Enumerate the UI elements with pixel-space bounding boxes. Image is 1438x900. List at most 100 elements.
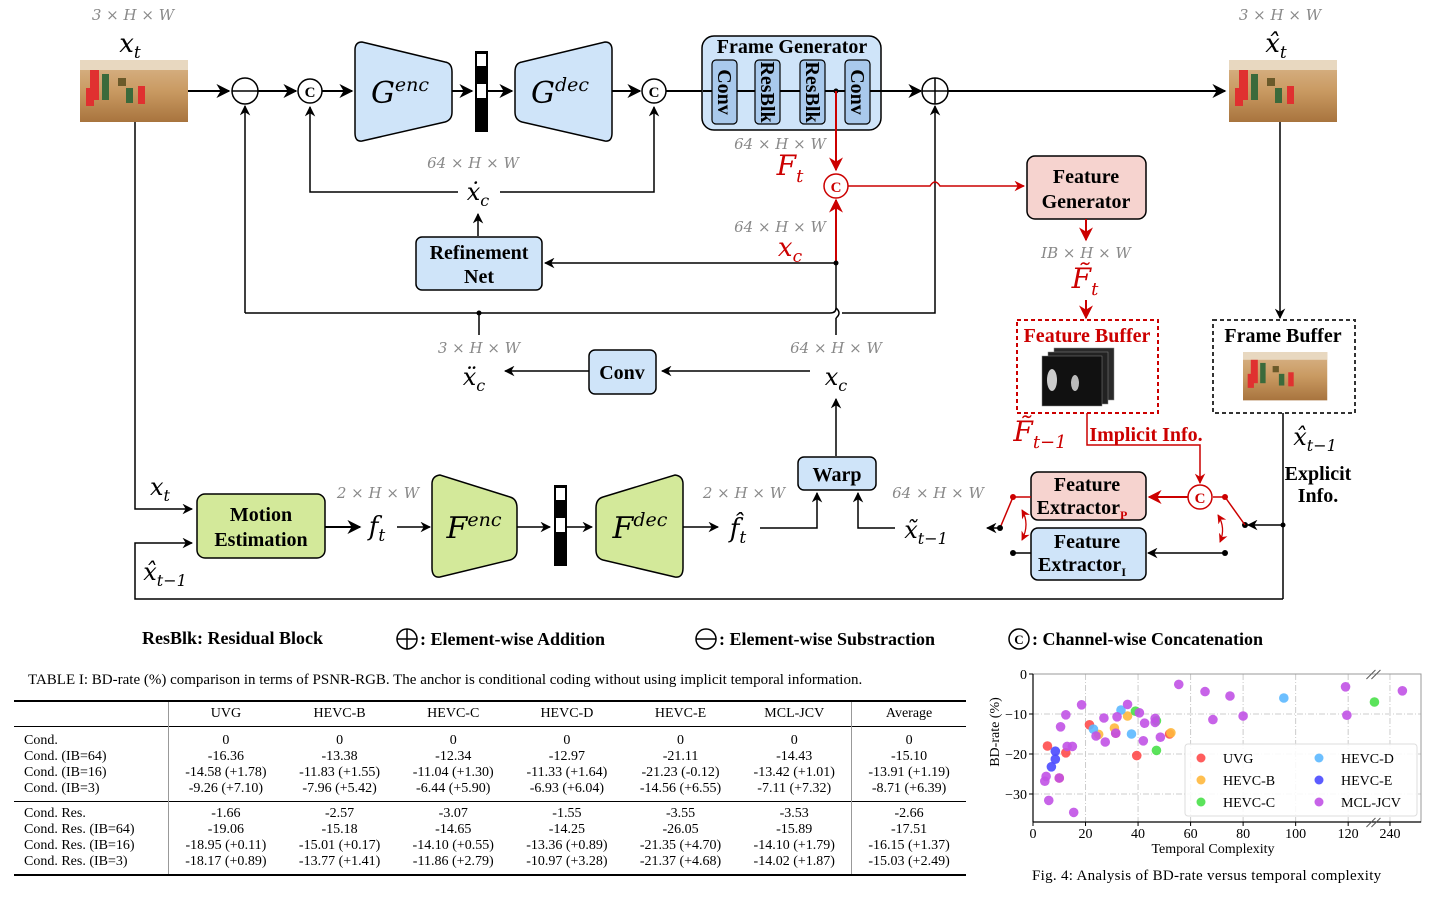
implicit-info-label: Implicit Info. <box>1089 424 1202 446</box>
data-point-mcl-jcv <box>1138 736 1149 746</box>
table-caption: TABLE I: BD-rate (%) comparison in terms… <box>28 672 863 688</box>
concat-icon: C <box>1008 628 1030 650</box>
svg-text:ExtractorI: ExtractorI <box>1038 554 1126 579</box>
data-point-mcl-jcv <box>1068 807 1079 818</box>
row-label: Cond. <box>24 733 58 748</box>
svg-text:Feature: Feature <box>1054 531 1120 553</box>
legend-label: HEVC-C <box>1223 796 1275 811</box>
table-cell: -21.23 (-0.12) <box>641 765 720 780</box>
svg-text:Conv: Conv <box>599 362 645 384</box>
data-point-mcl-jcv <box>1112 712 1122 722</box>
data-point-mcl-jcv <box>1043 795 1054 806</box>
data-point-mcl-jcv <box>1076 700 1087 710</box>
data-point-hevc-e <box>1050 754 1061 764</box>
data-point-hevc-c <box>1369 697 1380 707</box>
dim-Ft: 64 × H × W <box>734 135 827 153</box>
y-tick-label: 0 <box>1020 668 1027 683</box>
symbol-xtilde-tm1: x̃t−1 <box>904 516 948 548</box>
table-cell: -13.38 <box>321 749 358 764</box>
table-cell: -16.15 (+1.37) <box>851 838 966 854</box>
svg-text:ResBlk: ResBlk <box>756 61 778 123</box>
table-cell: -21.37 (+4.68) <box>639 854 722 869</box>
legend-label: MCL-JCV <box>1341 796 1401 811</box>
table-cell: -13.36 (+0.89) <box>526 838 608 853</box>
data-point-mcl-jcv <box>1150 717 1160 728</box>
table-cell: -12.97 <box>548 749 585 764</box>
x-tick-label: 80 <box>1236 827 1250 842</box>
svg-text:Feature Buffer: Feature Buffer <box>1024 325 1151 347</box>
switch-toggle-left[interactable] <box>1021 509 1031 541</box>
legend-marker <box>1196 775 1206 785</box>
svg-text:ResBlk: ResBlk <box>801 61 823 123</box>
f-enc-label: Fenc <box>446 509 502 546</box>
switch-toggle-right[interactable] <box>1217 514 1228 543</box>
data-point-mcl-jcv <box>1067 741 1078 752</box>
feature-maps-image <box>1041 347 1115 407</box>
table-cell: -14.65 <box>435 822 472 837</box>
legend-marker <box>1314 775 1324 785</box>
table-cell: 0 <box>167 726 283 749</box>
x-tick-label: 60 <box>1184 827 1198 842</box>
svg-text:C: C <box>1014 632 1023 647</box>
legend-marker <box>1314 797 1324 807</box>
legend-subtraction: : Element-wise Substraction <box>695 628 935 650</box>
table-cell: -21.11 <box>662 749 699 764</box>
svg-text:Estimation: Estimation <box>214 529 307 551</box>
dim-xc: 64 × H × W <box>734 218 827 236</box>
data-point-mcl-jcv <box>1134 708 1145 718</box>
svg-text:Feature: Feature <box>1054 474 1120 496</box>
input-frame-image <box>80 60 188 122</box>
legend-label: UVG <box>1223 752 1253 767</box>
table-cell: -18.95 (+0.11) <box>167 838 283 854</box>
addition-icon <box>396 628 418 650</box>
data-point-mcl-jcv <box>1225 691 1235 701</box>
dim-Ftilde: IB × H × W <box>1040 244 1132 262</box>
legend-label: HEVC-D <box>1341 752 1394 767</box>
row-label: Cond. (IB=16) <box>24 765 107 780</box>
table-header-hevc-e: HEVC-E <box>654 706 707 721</box>
table-cell: -1.55 <box>552 806 582 821</box>
warp-block <box>797 456 877 491</box>
table-row: Cond. Res. (IB=16)-18.95 (+0.11)-15.01 (… <box>14 838 966 854</box>
table-cell: -14.56 (+6.55) <box>639 781 722 796</box>
data-point-uvg <box>1131 750 1142 761</box>
figure-caption: Fig. 4: Analysis of BD-rate versus tempo… <box>1032 868 1382 884</box>
g-dec-block <box>514 41 613 142</box>
table-cell: -16.36 <box>167 749 283 765</box>
data-point-mcl-jcv <box>1061 710 1071 720</box>
axis-break-mark <box>1371 669 1381 680</box>
legend-marker <box>1196 797 1206 807</box>
symbol-xhat-tm1-right: x̂t−1 <box>1293 423 1337 455</box>
table-row: Cond. (IB=64)-16.36-13.38-12.34-12.97-21… <box>14 749 966 765</box>
svg-text:Conv: Conv <box>846 69 868 115</box>
f-enc-block <box>431 474 518 578</box>
table-header-mcl-jcv: MCL-JCV <box>764 706 825 721</box>
legend-box <box>1184 743 1418 817</box>
y-tick-label: −30 <box>1005 788 1027 803</box>
refinement-net-block <box>415 236 543 291</box>
table-row: Cond. Res. (IB=64)-19.06-15.18-14.65-14.… <box>14 822 966 838</box>
table-cell: -14.43 <box>776 749 813 764</box>
data-point-hevc-d <box>1279 693 1289 703</box>
diagram-legend: ResBlk: Residual Block : Element-wise Ad… <box>0 620 1438 660</box>
dim-xhat: 3 × H × W <box>1239 6 1323 24</box>
table-row: Cond. (IB=3)-9.26 (+7.10)-7.96 (+5.42)-6… <box>14 781 966 802</box>
symbol-Ftilde-tm1: F̃t−1 <box>1012 415 1066 453</box>
data-point-mcl-jcv <box>1122 699 1133 710</box>
svg-text:Warp: Warp <box>813 464 862 486</box>
data-point-mcl-jcv <box>1340 682 1351 692</box>
dim-xddot: 3 × H × W <box>438 339 522 357</box>
data-point-hevc-e <box>1046 762 1057 772</box>
svg-text:Feature: Feature <box>1053 166 1119 188</box>
table-cell: -13.91 (+1.19) <box>851 765 966 781</box>
row-label: Cond. Res. (IB=64) <box>24 822 135 837</box>
svg-text:C: C <box>831 180 842 196</box>
svg-text:Frame Buffer: Frame Buffer <box>1224 325 1341 347</box>
symbol-xhat-t: x̂t <box>1265 29 1287 63</box>
symbol-x-c-red: xc <box>778 233 803 267</box>
symbol-xddot-c: ẍc <box>463 363 486 395</box>
